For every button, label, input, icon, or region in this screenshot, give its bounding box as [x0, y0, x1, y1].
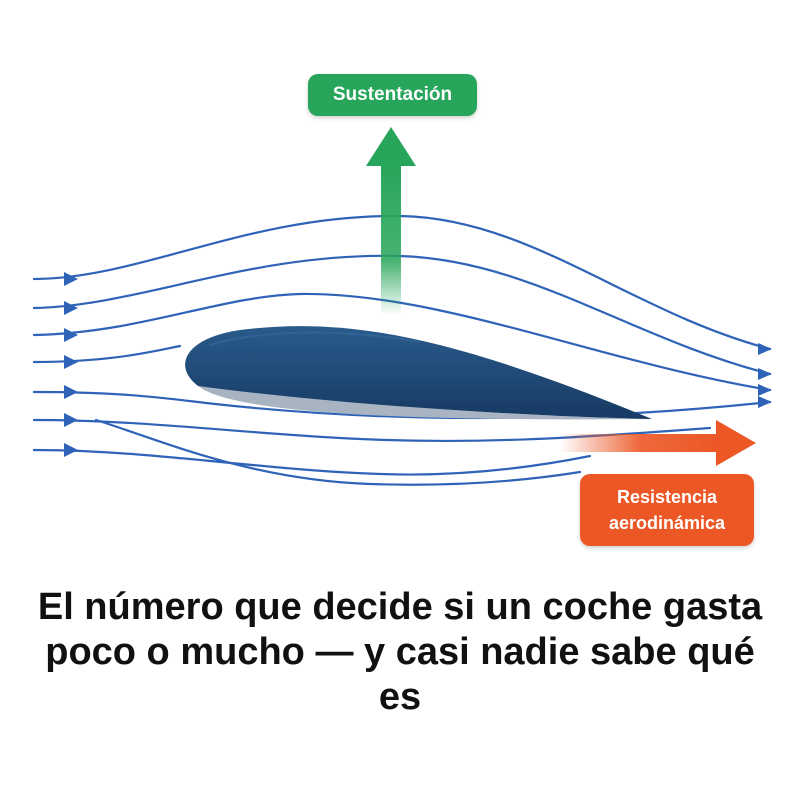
drag-label: Resistencia aerodinámica [580, 474, 754, 546]
streamline-arrow-icon [64, 272, 78, 286]
streamline [94, 418, 582, 486]
streamline-arrow-icon [758, 396, 772, 408]
streamline-arrow-icon [64, 328, 78, 342]
streamlines [32, 214, 772, 486]
streamline-arrow-icon [758, 343, 772, 355]
drag-label-line1: Resistencia [616, 487, 718, 507]
streamline [32, 344, 182, 364]
streamline-arrow-icon [64, 355, 78, 369]
streamline [32, 448, 592, 476]
streamline-arrow-icon [64, 385, 78, 399]
drag-label-line2: aerodinámica [608, 513, 726, 533]
headline: El número que decide si un coche gasta p… [37, 586, 763, 718]
streamline [32, 214, 772, 351]
inlet-arrows [64, 272, 78, 457]
lift-label: Sustentación [308, 74, 477, 116]
drag-arrow-icon [560, 420, 756, 466]
airfoil [185, 326, 653, 420]
streamline-arrow-icon [758, 384, 772, 396]
streamline-arrow-icon [64, 301, 78, 315]
streamline [32, 292, 772, 392]
streamline-arrow-icon [64, 413, 78, 427]
airfoil-diagram [32, 127, 772, 486]
streamline-arrow-icon [64, 443, 78, 457]
lift-arrow-icon [366, 127, 416, 315]
streamline-arrow-icon [758, 368, 772, 380]
outlet-arrows [758, 343, 772, 408]
